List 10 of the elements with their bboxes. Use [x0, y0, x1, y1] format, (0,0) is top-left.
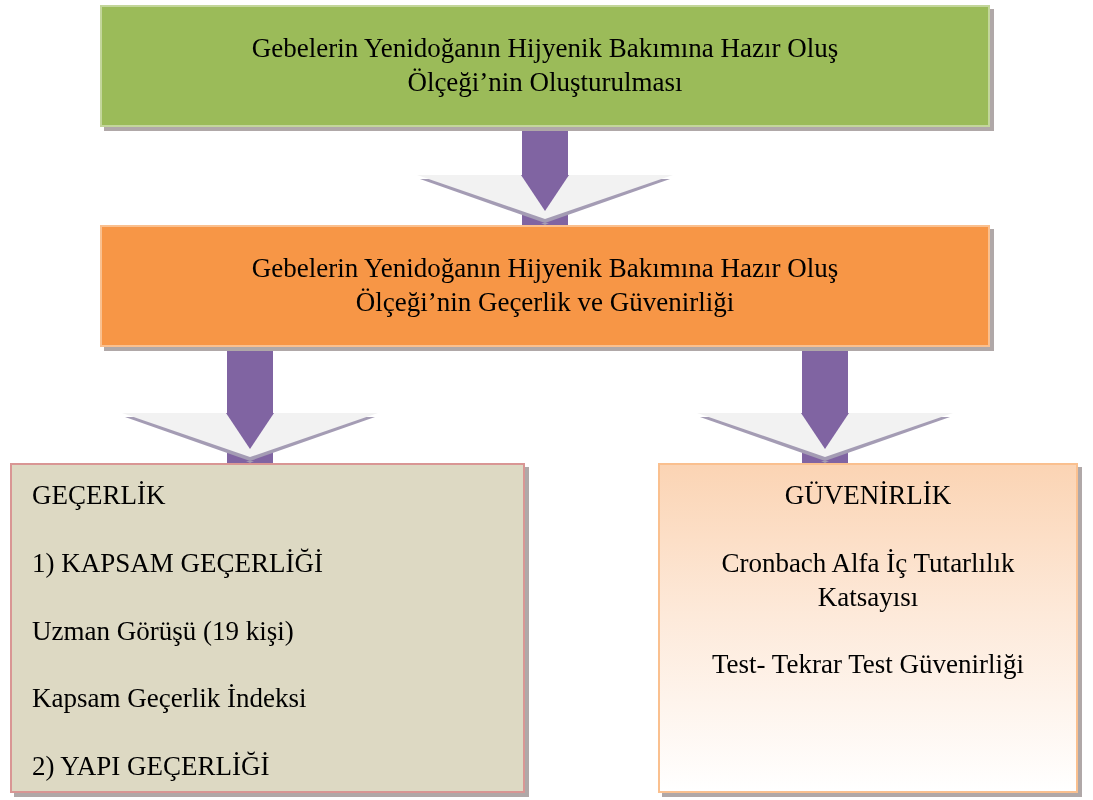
box-text: Cronbach Alfa İç Tutarlılık Katsayısı	[720, 546, 1016, 614]
box-text: Uzman Görüşü (19 kişi)	[32, 614, 294, 648]
box-text: Kapsam Geçerlik İndeksi	[32, 682, 307, 716]
box-text: Gebelerin Yenidoğanın Hijyenik Bakımına Hazır Oluş Ölçeği’nin Oluşturulması	[250, 32, 840, 99]
box-text: 2) YAPI GEÇERLİĞİ	[32, 750, 270, 783]
box-text: Gebelerin Yenidoğanın Hijyenik Bakımına Hazır Oluş Ölçeği’nin Geçerlik ve Güvenirliği	[250, 252, 840, 319]
box-text: Test- Tekrar Test Güvenirliği	[712, 648, 1024, 682]
box-text: 1) KAPSAM GEÇERLİĞİ	[32, 546, 323, 580]
box-text: GEÇERLİK	[32, 479, 166, 512]
box-text: GÜVENİRLİK	[784, 479, 952, 512]
